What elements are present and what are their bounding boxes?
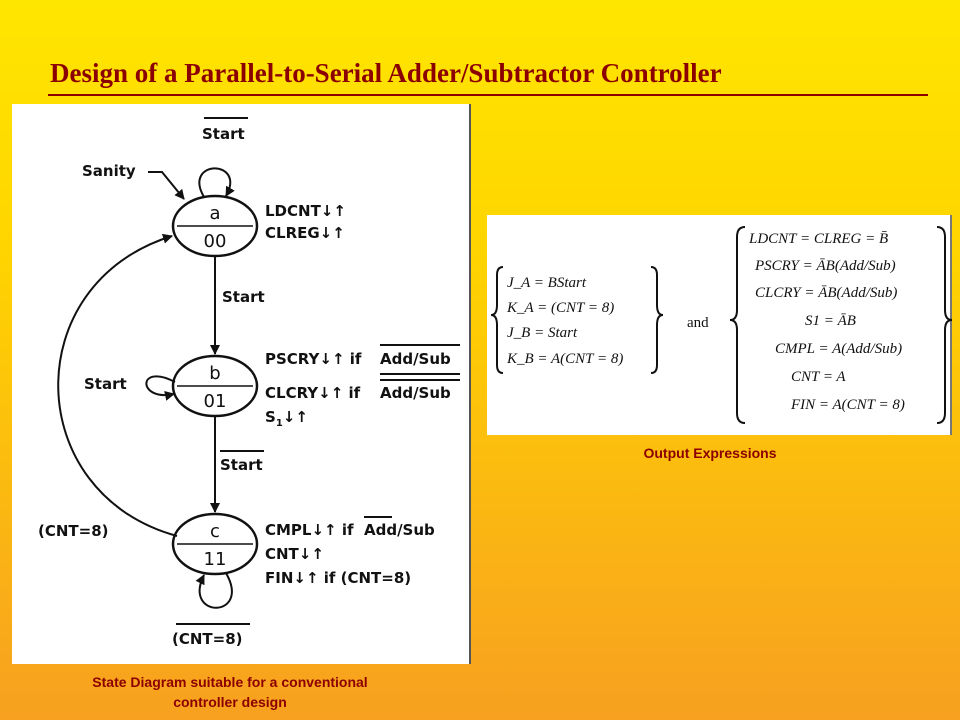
expr-pscry: PSCRY = ĀB(Add/Sub) [754,258,896,274]
label-start-ab: Start [222,288,265,306]
state-c-node [171,512,259,576]
state-a-name: a [209,203,220,224]
expr-clcry: CLCRY = ĀB(Add/Sub) [755,285,897,301]
state-diagram-caption: State Diagram suitable for a conventiona… [20,672,440,712]
edge-c-a [57,233,178,537]
page-title: Design of a Parallel-to-Serial Adder/Sub… [50,58,722,88]
output-cmpl-condition: Add/Sub [364,521,435,539]
label-cnt8-bar-loop: (CNT=8) [172,630,243,648]
label-sanity: Sanity [82,162,136,180]
output-expressions: J_A = BStart K_A = (CNT = 8) J_B = Start… [490,226,952,424]
output-ldcnt: LDCNT↓↑ [265,202,346,220]
expr-jb: J_B = Start [507,325,578,341]
output-pscry-condition: Add/Sub [380,350,451,368]
expr-ldcnt: LDCNT = CLREG = B̄ [748,231,888,247]
output-cmpl: CMPL↓↑ if [265,521,354,539]
caption-line-1: State Diagram suitable for a conventiona… [92,674,368,690]
self-loop-c [195,572,233,609]
state-c-name: c [210,521,220,542]
label-start-bar-top: Start [202,125,245,143]
output-clreg: CLREG↓↑ [265,224,345,242]
output-fin: FIN↓↑ if (CNT=8) [265,569,411,587]
label-start-b-loop: Start [84,375,127,393]
state-diagram-panel: a 00 b 01 c 11 Start Sanity Start Start … [12,104,471,664]
output-pscry: PSCRY↓↑ if [265,350,362,368]
label-start-bar-bc: Start [220,456,263,474]
label-cnt8-back: (CNT=8) [38,522,109,540]
output-cnt: CNT↓↑ [265,545,324,563]
state-b-name: b [209,363,220,384]
expr-ja: J_A = BStart [507,275,587,291]
output-clcry-condition: Add/Sub [380,384,451,402]
state-c-code: 11 [204,549,227,570]
expr-fin: FIN = A(CNT = 8) [790,397,905,413]
expr-ka: K_A = (CNT = 8) [506,300,614,316]
state-b-code: 01 [204,391,227,412]
output-expressions-caption: Output Expressions [643,445,777,461]
self-loop-b [145,375,176,401]
self-loop-a [198,167,235,198]
state-diagram: a 00 b 01 c 11 Start Sanity Start Start … [38,117,460,648]
caption-line-2: controller design [173,694,287,710]
output-s1: S1↓↑ [265,408,308,429]
state-a-code: 00 [204,231,227,252]
expr-cmpl: CMPL = A(Add/Sub) [775,341,902,357]
expr-kb: K_B = A(CNT = 8) [506,351,623,367]
expr-cnt: CNT = A [791,369,846,385]
sanity-arrow [148,171,185,200]
title-underline [48,94,928,96]
output-expressions-panel: J_A = BStart K_A = (CNT = 8) J_B = Start… [487,215,952,435]
expr-s1: S1 = ĀB [805,313,856,329]
and-word: and [687,315,709,331]
output-clcry: CLCRY↓↑ if [265,384,361,402]
